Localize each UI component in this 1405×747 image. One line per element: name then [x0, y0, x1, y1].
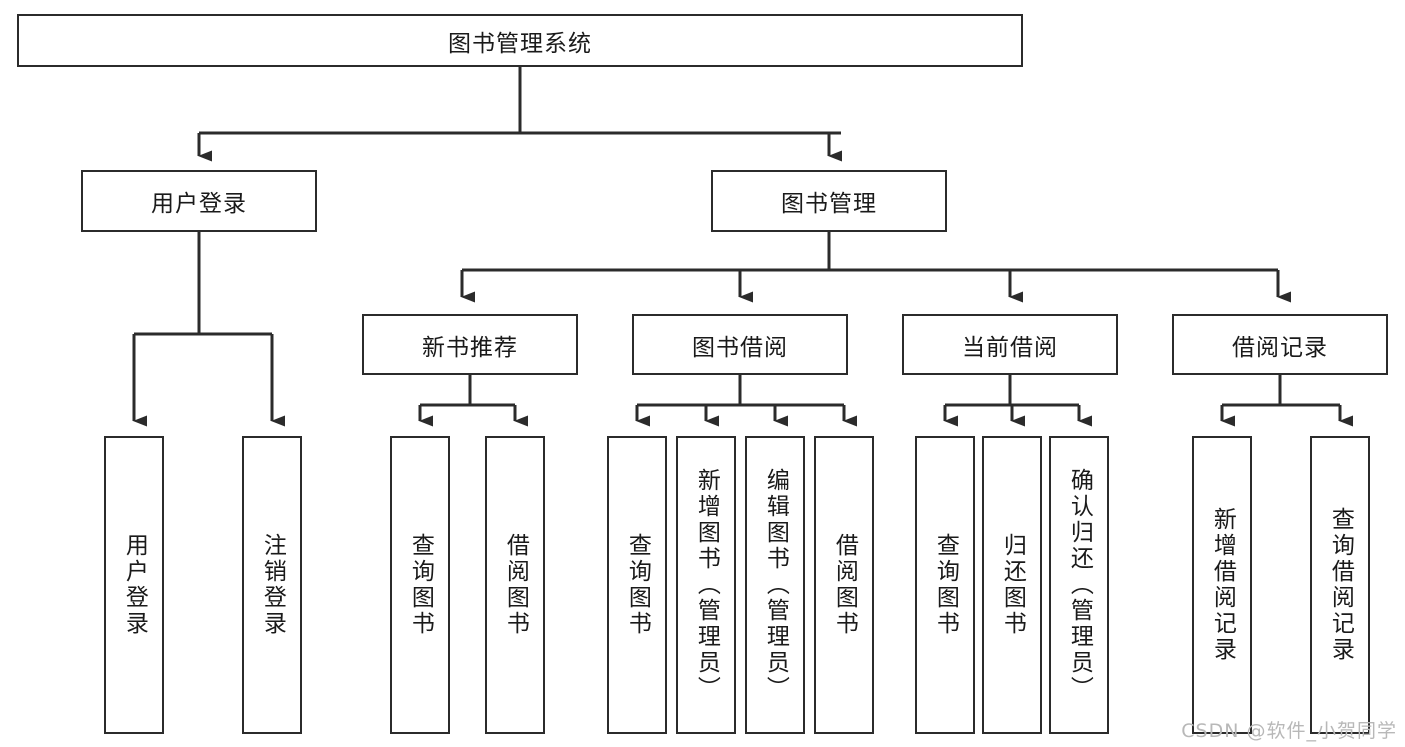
node-borrow-records[interactable]: 借阅记录	[1172, 314, 1388, 375]
leaf-logout-label: 注销登录	[259, 533, 286, 637]
node-book-borrow[interactable]: 图书借阅	[632, 314, 848, 375]
leaf-borrow-borrow-book[interactable]: 借阅图书	[814, 436, 874, 734]
leaf-borrow-query-book[interactable]: 查询图书	[607, 436, 667, 734]
leaf-user-login[interactable]: 用户登录	[104, 436, 164, 734]
leaf-borrow-edit-book-admin-label: 编辑图书（管理员）	[762, 468, 789, 702]
leaf-borrow-query-book-label: 查询图书	[624, 533, 651, 637]
leaf-current-return-book-label: 归还图书	[999, 533, 1026, 637]
leaf-records-query-record[interactable]: 查询借阅记录	[1310, 436, 1370, 734]
leaf-records-query-record-label: 查询借阅记录	[1327, 507, 1354, 663]
watermark: CSDN @软件_小贺同学	[1181, 720, 1397, 742]
node-current-borrow-label: 当前借阅	[962, 334, 1058, 361]
leaf-borrow-add-book-admin-label: 新增图书（管理员）	[693, 468, 720, 702]
node-root[interactable]: 图书管理系统	[17, 14, 1023, 67]
leaf-current-confirm-return-admin-label: 确认归还（管理员）	[1066, 468, 1093, 702]
leaf-user-login-label: 用户登录	[121, 533, 148, 637]
node-new-book-recommend[interactable]: 新书推荐	[362, 314, 578, 375]
leaf-borrow-borrow-book-label: 借阅图书	[831, 533, 858, 637]
leaf-newbook-borrow-book[interactable]: 借阅图书	[485, 436, 545, 734]
leaf-borrow-add-book-admin[interactable]: 新增图书（管理员）	[676, 436, 736, 734]
node-book-management[interactable]: 图书管理	[711, 170, 947, 232]
node-book-management-label: 图书管理	[781, 191, 877, 217]
leaf-current-query-book-label: 查询图书	[932, 533, 959, 637]
leaf-newbook-borrow-book-label: 借阅图书	[502, 533, 529, 637]
node-new-book-recommend-label: 新书推荐	[422, 334, 518, 361]
node-book-borrow-label: 图书借阅	[692, 334, 788, 361]
node-borrow-records-label: 借阅记录	[1232, 334, 1328, 361]
leaf-newbook-query-book-label: 查询图书	[407, 533, 434, 637]
leaf-current-query-book[interactable]: 查询图书	[915, 436, 975, 734]
leaf-records-add-record-label: 新增借阅记录	[1209, 507, 1236, 663]
leaf-records-add-record[interactable]: 新增借阅记录	[1192, 436, 1252, 734]
leaf-current-confirm-return-admin[interactable]: 确认归还（管理员）	[1049, 436, 1109, 734]
node-root-label: 图书管理系统	[448, 30, 592, 57]
leaf-borrow-edit-book-admin[interactable]: 编辑图书（管理员）	[745, 436, 805, 734]
node-user-login-label: 用户登录	[151, 191, 247, 217]
leaf-current-return-book[interactable]: 归还图书	[982, 436, 1042, 734]
leaf-logout[interactable]: 注销登录	[242, 436, 302, 734]
node-user-login[interactable]: 用户登录	[81, 170, 317, 232]
leaf-newbook-query-book[interactable]: 查询图书	[390, 436, 450, 734]
node-current-borrow[interactable]: 当前借阅	[902, 314, 1118, 375]
